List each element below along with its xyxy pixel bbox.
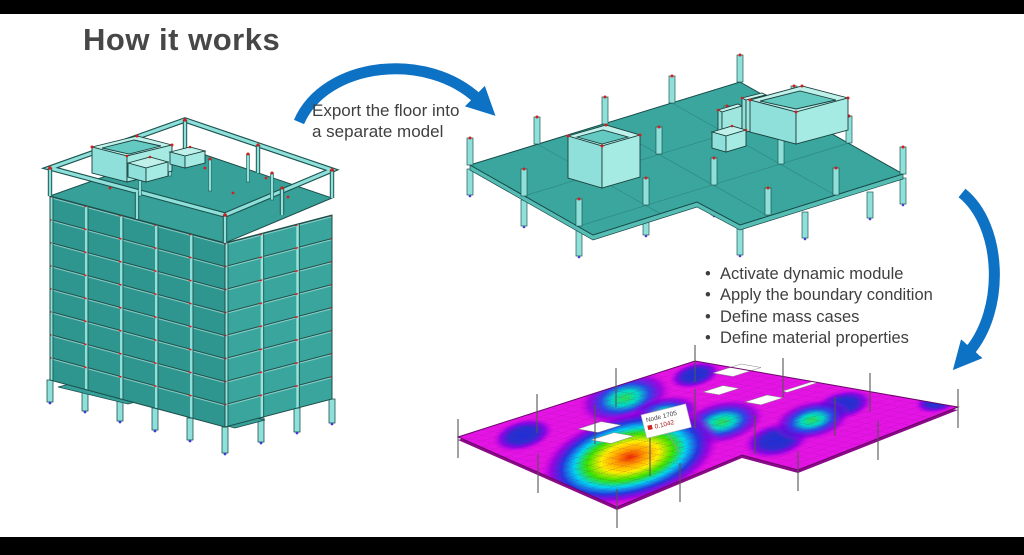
process-steps-list: Activate dynamic module Apply the bounda… bbox=[704, 264, 933, 349]
building-right-facade bbox=[224, 214, 333, 428]
legend-swatch-red bbox=[647, 424, 653, 431]
step-define-material-properties: Define material properties bbox=[704, 328, 933, 350]
bottom-letterbox-bar bbox=[0, 537, 1024, 555]
export-note-line1: Export the floor into bbox=[312, 101, 460, 120]
step-define-mass-cases: Define mass cases bbox=[704, 307, 933, 329]
heatmap-node-label: Node 1705 0.1042 bbox=[640, 403, 692, 453]
floor-core-cluster-right bbox=[710, 84, 850, 153]
building-roof-column-dots bbox=[108, 146, 290, 199]
floor-core-box-left bbox=[566, 123, 642, 189]
export-note-line2: a separate model bbox=[312, 122, 444, 141]
heatmap-model: Node 1705 0.1042 bbox=[456, 345, 960, 529]
building-column-base-dots bbox=[48, 401, 334, 456]
step-activate-dynamic-module: Activate dynamic module bbox=[704, 264, 933, 286]
building-rooftop-boxes bbox=[90, 134, 207, 183]
top-letterbox-bar bbox=[0, 0, 1024, 14]
export-note: Export the floor into a separate model bbox=[312, 100, 459, 142]
process-arrow-icon bbox=[952, 188, 1000, 371]
page-title: How it works bbox=[83, 22, 281, 57]
building-left-facade bbox=[49, 195, 226, 428]
export-arrow-icon bbox=[293, 63, 496, 125]
building-parapet-rim bbox=[40, 117, 340, 243]
step-apply-boundary-condition: Apply the boundary condition bbox=[704, 285, 933, 307]
node-value-text: 0.1042 bbox=[654, 419, 675, 431]
building-model bbox=[40, 117, 340, 456]
floor-model bbox=[466, 53, 907, 259]
